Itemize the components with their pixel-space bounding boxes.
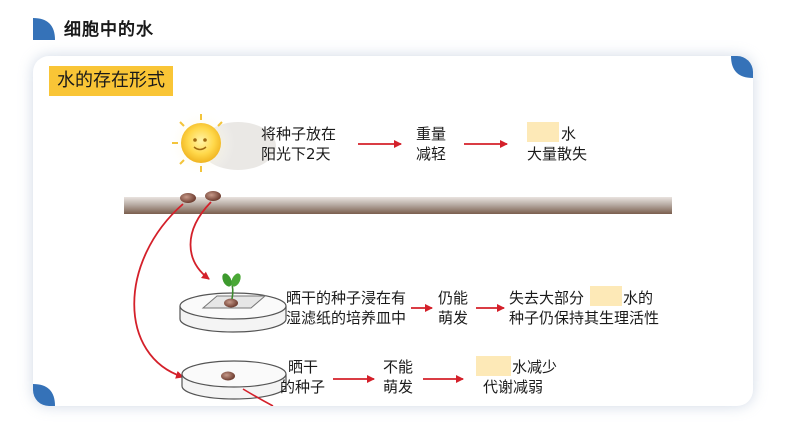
conclusion-text: 种子仍保持其生理活性 xyxy=(509,309,660,327)
result-text: 减轻 xyxy=(416,145,447,163)
result-text: 仍能 xyxy=(438,289,469,307)
conclusion-text: 水的 xyxy=(623,289,654,307)
step-text: 晒干的种子浸在有 xyxy=(286,289,407,307)
arrow xyxy=(189,201,212,280)
conclusion-text: 代谢减弱 xyxy=(483,378,544,396)
result-text: 萌发 xyxy=(383,378,414,396)
step-text: 将种子放在 xyxy=(261,125,337,143)
step-text: 湿滤纸的培养皿中 xyxy=(286,309,407,327)
seed-icon xyxy=(180,193,196,203)
result-text: 萌发 xyxy=(438,309,469,327)
sun-icon xyxy=(167,109,276,177)
page-title: 细胞中的水 xyxy=(64,20,154,40)
petri-dish-icon xyxy=(179,273,287,333)
blank-box xyxy=(527,122,559,142)
conclusion-text: 水减少 xyxy=(512,358,558,376)
content-card: 水的存在形式 xyxy=(33,56,753,406)
step-text: 晒干 xyxy=(288,358,319,376)
seed-icon xyxy=(205,191,221,201)
blank-box xyxy=(590,286,622,306)
conclusion-text: 大量散失 xyxy=(527,145,588,163)
conclusion-text: 水 xyxy=(561,125,577,143)
arrow xyxy=(242,388,274,406)
seed-water-diagram xyxy=(124,109,672,406)
arrow xyxy=(133,203,184,379)
step-text: 阳光下2天 xyxy=(261,145,331,163)
corner-decoration-icon xyxy=(731,56,753,78)
petri-dish-icon xyxy=(181,360,287,400)
section-marker-icon xyxy=(33,18,55,40)
blank-box xyxy=(476,356,511,376)
result-text: 重量 xyxy=(416,125,447,143)
seed-icon xyxy=(221,371,235,381)
step-text: 的种子 xyxy=(280,378,326,396)
corner-decoration-icon xyxy=(33,384,55,406)
section-label: 水的存在形式 xyxy=(49,66,173,96)
result-text: 不能 xyxy=(383,358,414,376)
seed-icon xyxy=(224,298,238,308)
shelf xyxy=(124,197,672,214)
sprout-icon xyxy=(222,273,241,300)
conclusion-text: 失去大部分 xyxy=(509,289,585,307)
